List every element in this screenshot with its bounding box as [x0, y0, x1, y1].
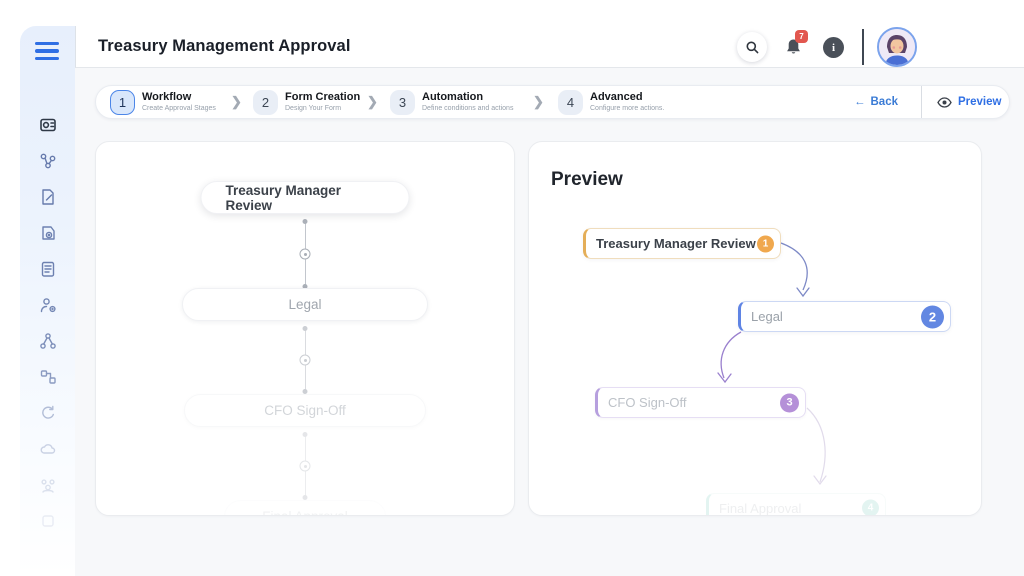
stepper-bar: 1 Workflow Create Approval Stages ❯ 2 Fo… [95, 85, 1010, 119]
more-icon[interactable] [37, 510, 59, 532]
step-workflow[interactable]: 1 Workflow Create Approval Stages [110, 86, 216, 118]
step-subtitle: Define conditions and actions [422, 104, 514, 112]
preview-stage-badge: 4 [862, 499, 879, 515]
search-icon [746, 41, 758, 53]
preview-button[interactable]: Preview [937, 86, 1001, 118]
stage-connector [299, 219, 311, 289]
stage-connector [299, 326, 311, 394]
sidebar-icon-list [20, 114, 75, 532]
chevron-right-icon: ❯ [231, 94, 242, 109]
records-book-icon[interactable] [37, 258, 59, 280]
stage-card[interactable]: Final Approval [224, 500, 386, 515]
stage-card[interactable]: Legal [182, 288, 428, 321]
preview-stage-badge: 2 [921, 305, 944, 328]
workflow-builder-panel: Treasury Manager Review Legal CFO Sign-O… [95, 141, 515, 516]
back-button-label: Back [870, 96, 899, 108]
arrow-left-icon: ← [854, 96, 866, 108]
step-number: 3 [390, 89, 415, 115]
eye-icon [937, 96, 952, 108]
chevron-right-icon: ❯ [367, 94, 378, 109]
user-settings-icon[interactable] [37, 294, 59, 316]
header-divider [862, 29, 864, 65]
connector-node[interactable] [299, 460, 311, 472]
step-title: Advanced [590, 91, 643, 104]
preview-panel: Preview Treasury Manager Review 1 Legal … [528, 141, 982, 516]
preview-stage-card: Treasury Manager Review 1 [583, 228, 781, 259]
history-icon[interactable] [37, 402, 59, 424]
step-number: 2 [253, 89, 278, 115]
step-subtitle: Create Approval Stages [142, 104, 216, 112]
header: Treasury Management Approval 7 i [75, 26, 1024, 68]
team-icon[interactable] [37, 474, 59, 496]
workflow-nodes-icon[interactable] [37, 150, 59, 172]
step-title: Form Creation [285, 91, 361, 104]
info-icon: i [831, 41, 836, 54]
process-gear-icon[interactable] [37, 222, 59, 244]
hamburger-menu-icon[interactable] [35, 42, 61, 61]
preview-stage-label: CFO Sign-Off [608, 395, 687, 410]
org-blocks-icon[interactable] [37, 366, 59, 388]
page-title: Treasury Management Approval [98, 37, 351, 55]
preview-button-label: Preview [958, 96, 1002, 108]
preview-stage-badge: 1 [757, 235, 774, 252]
connector-node[interactable] [299, 248, 311, 260]
step-form-creation[interactable]: 2 Form Creation Design Your Form [253, 86, 360, 118]
preview-stage-card: CFO Sign-Off 3 [595, 387, 806, 418]
back-button[interactable]: ← Back [854, 86, 898, 118]
stepper-divider [921, 86, 922, 118]
preview-stage-card: Final Approval 4 [706, 493, 886, 516]
notifications-button[interactable]: 7 [780, 30, 808, 60]
step-advanced[interactable]: 4 Advanced Configure more actions. [558, 86, 664, 118]
chevron-right-icon: ❯ [533, 94, 544, 109]
flow-arrows [717, 242, 827, 485]
preview-stage-card: Legal 2 [738, 301, 951, 332]
search-button[interactable] [737, 32, 767, 62]
notification-badge: 7 [795, 30, 808, 43]
step-number: 1 [110, 89, 135, 115]
step-subtitle: Design Your Form [285, 104, 342, 112]
avatar[interactable] [877, 27, 917, 67]
step-title: Automation [422, 91, 484, 104]
form-edit-icon[interactable] [37, 186, 59, 208]
step-number: 4 [558, 89, 583, 115]
step-automation[interactable]: 3 Automation Define conditions and actio… [390, 86, 513, 118]
preview-stage-badge: 3 [780, 393, 799, 412]
step-subtitle: Configure more actions. [590, 104, 665, 112]
info-button[interactable]: i [823, 37, 844, 58]
step-title: Workflow [142, 91, 192, 104]
stage-card[interactable]: CFO Sign-Off [184, 394, 426, 427]
preview-heading: Preview [551, 169, 623, 190]
preview-stage-label: Legal [751, 309, 783, 324]
dashboard-icon[interactable] [37, 114, 59, 136]
preview-stage-label: Treasury Manager Review [596, 236, 756, 251]
stage-connector [299, 432, 311, 500]
content-area: 1 Workflow Create Approval Stages ❯ 2 Fo… [75, 68, 1024, 576]
preview-stage-label: Final Approval [719, 500, 802, 516]
hierarchy-icon[interactable] [37, 330, 59, 352]
sidebar [20, 26, 75, 576]
stage-card[interactable]: Treasury Manager Review [200, 181, 410, 214]
connector-node[interactable] [299, 354, 311, 366]
approvals-cloud-icon[interactable] [37, 438, 59, 460]
avatar-image [879, 29, 915, 65]
